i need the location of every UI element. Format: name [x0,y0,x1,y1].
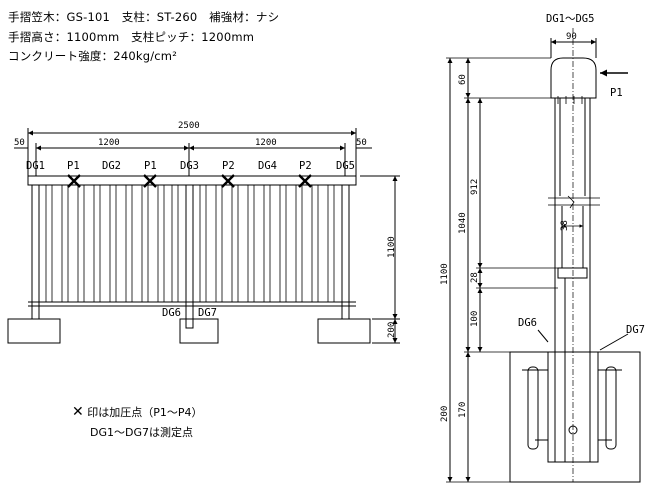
gauge-dg2: DG2 [102,160,121,172]
load-label-4: P2 [299,160,312,172]
dim-right-pitch: 1200 [255,138,277,148]
spacer [557,267,588,279]
post-left [31,184,40,320]
dim-upper: 912 [470,179,480,195]
spec-line-height: 手摺高さ：1100mm 支柱ピッチ：1200mm [8,30,255,44]
legend-text-1: 印は加圧点（P1～P4） [87,406,203,419]
handrail-cap [550,57,597,99]
dim-base-side: 200 [440,406,450,422]
legend-line-2: DG1～DG7は測定点 [90,426,193,439]
gauge-dg1: DG1 [26,160,45,172]
gauge-dg3: DG3 [180,160,199,172]
legend-line-1: ✕ 印は加圧点（P1～P4） [72,404,203,420]
front-view [7,128,400,344]
load-label-side: P1 [610,87,623,99]
dim-total: 2500 [178,121,200,131]
dim-lower: 100 [470,311,480,327]
load-marks [67,174,312,188]
load-label-1: P1 [67,160,80,172]
gauge-dg6: DG6 [162,307,181,319]
post-right [341,184,350,320]
dim-total-side: 1100 [440,263,450,285]
dim-spacer: 28 [470,272,480,283]
dim-small: 38 [560,220,570,231]
side-view-title: DG1～DG5 [546,13,594,25]
dim-mid: 1040 [458,212,468,234]
load-label-3: P2 [222,160,235,172]
dim-rail: 60 [458,74,468,85]
post-center [185,184,194,329]
dim-left-pitch: 1200 [98,138,120,148]
gauge-dg4: DG4 [258,160,277,172]
side-view [446,28,641,483]
foundation-center [179,318,219,344]
anchor-left [527,366,539,450]
gauge-dg5: DG5 [336,160,355,172]
dim-depth: 170 [458,402,468,418]
load-mark-icon: ✕ [72,404,84,420]
dim-height: 1100 [387,236,397,258]
spec-line-concrete: コンクリート強度：240kg/cm² [8,49,178,63]
load-mark-4 [298,174,312,188]
dim-base: 200 [387,322,397,338]
load-mark-2 [143,174,157,188]
gauge-dg6-side: DG6 [518,317,537,329]
foundation-left [7,318,61,344]
bolt [568,425,578,435]
dim-left-end: 50 [14,138,25,148]
load-label-2: P1 [144,160,157,172]
load-mark-1 [67,174,81,188]
anchor-right [605,366,617,450]
gauge-dg7: DG7 [198,307,217,319]
gauge-dg7-side: DG7 [626,324,645,336]
load-mark-3 [221,174,235,188]
dim-top-width: 90 [566,32,577,42]
spec-line-handrail: 手摺笠木：GS-101 支柱：ST-260 補強材：ナシ [8,10,280,24]
foundation-right [317,318,371,344]
balusters [45,184,335,303]
dim-right-end: 50 [356,138,367,148]
